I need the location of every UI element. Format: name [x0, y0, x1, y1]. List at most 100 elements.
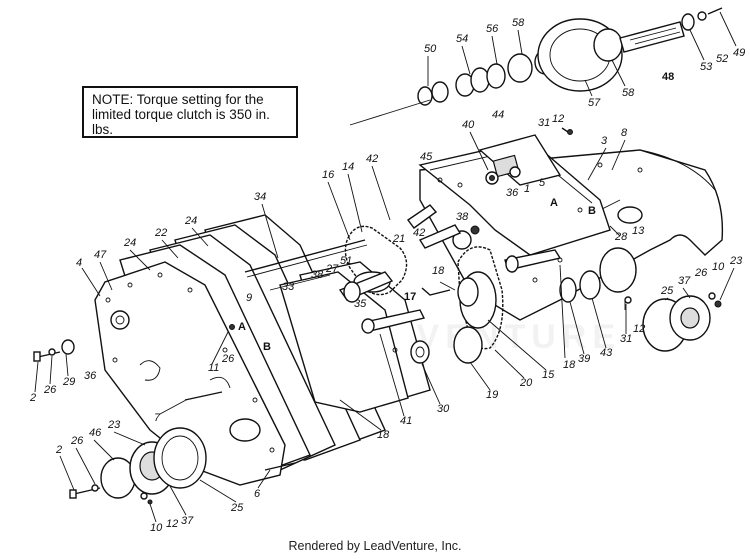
- label-part-16: 16: [322, 169, 335, 181]
- label-part-10: 10: [150, 522, 163, 534]
- label-part-42: 42: [413, 227, 425, 239]
- label-part-14: 14: [342, 161, 354, 173]
- label-part-2: 2: [29, 392, 36, 404]
- ref-mark-a: A: [238, 321, 246, 333]
- rod-33: [269, 274, 331, 291]
- label-part-56: 56: [486, 23, 499, 35]
- seal-43: [579, 270, 601, 300]
- label-part-50: 50: [424, 43, 437, 55]
- label-part-21: 21: [392, 233, 405, 245]
- label-part-7: 7: [154, 412, 161, 424]
- label-part-54: 54: [456, 33, 468, 45]
- label-part-34: 34: [254, 191, 266, 203]
- label-part-58: 58: [622, 87, 635, 99]
- label-part-26: 26: [43, 384, 57, 396]
- label-part-12: 12: [166, 518, 178, 530]
- shaft-18: [504, 249, 562, 273]
- label-part-22: 22: [154, 227, 167, 239]
- end-cap-right: [599, 247, 722, 352]
- label-part-12: 12: [552, 113, 564, 125]
- ref-mark-b: B: [588, 205, 596, 217]
- label-part-27: 27: [325, 263, 339, 275]
- label-part-20: 20: [519, 377, 533, 389]
- bolt-2-lower: [69, 484, 101, 499]
- label-part-6: 6: [254, 488, 261, 500]
- label-part-42: 42: [366, 153, 378, 165]
- label-part-46: 46: [89, 427, 102, 439]
- label-part-37: 37: [181, 515, 194, 527]
- bolt-31-12-top: [561, 127, 573, 135]
- screw-7: [184, 391, 223, 401]
- label-part-26: 26: [70, 435, 84, 447]
- label-part-49: 49: [733, 47, 745, 59]
- leader-lines: [34, 11, 737, 523]
- label-part-38: 38: [456, 211, 469, 223]
- label-part-30: 30: [437, 403, 450, 415]
- label-part-39: 39: [578, 353, 590, 365]
- label-part-35: 35: [354, 298, 367, 310]
- label-part-38: 38: [311, 269, 324, 281]
- label-part-24: 24: [184, 215, 197, 227]
- screw-6: [264, 462, 296, 471]
- label-part-31: 31: [538, 117, 550, 129]
- housing-front-4: [94, 261, 286, 486]
- render-credit: Rendered by LeadVenture, Inc.: [288, 539, 462, 553]
- label-part-36: 36: [506, 187, 519, 199]
- label-part-31: 31: [620, 333, 632, 345]
- label-part-15: 15: [542, 369, 555, 381]
- label-part-51: 51: [340, 255, 352, 267]
- label-part-1: 1: [524, 183, 530, 195]
- label-part-12: 12: [633, 323, 645, 335]
- label-part-40: 40: [462, 119, 475, 131]
- label-part-18: 18: [377, 429, 390, 441]
- sprocket-19: [453, 326, 483, 364]
- label-part-25: 25: [230, 502, 244, 514]
- clutch-assembly: [349, 7, 723, 126]
- label-part-58: 58: [512, 17, 525, 29]
- label-part-53: 53: [700, 61, 713, 73]
- spacer-30: [410, 340, 430, 364]
- end-cap-left: [100, 427, 207, 505]
- torque-note: NOTE: Torque setting for the limited tor…: [82, 86, 298, 138]
- label-part-26: 26: [694, 267, 708, 279]
- sprocket-38: [452, 225, 480, 250]
- label-part-36: 36: [84, 370, 97, 382]
- shaft-42: [407, 204, 462, 249]
- label-part-11: 11: [208, 362, 219, 374]
- washer-12: [624, 296, 632, 304]
- key-parts-40: [485, 166, 521, 185]
- ref-mark-a: A: [550, 197, 558, 209]
- label-part-52: 52: [716, 53, 728, 65]
- label-part-19: 19: [486, 389, 498, 401]
- label-part-9: 9: [246, 292, 252, 304]
- bearing-39: [559, 277, 577, 303]
- label-part-10: 10: [712, 261, 725, 273]
- label-part-57: 57: [588, 97, 601, 109]
- label-part-5: 5: [539, 177, 546, 189]
- label-part-26: 26: [221, 353, 235, 365]
- shaft-17: [338, 271, 394, 303]
- sprocket-15-20: [421, 271, 497, 329]
- rod-34: [244, 239, 366, 273]
- label-part-17: 17: [404, 291, 416, 303]
- label-part-33: 33: [282, 281, 295, 293]
- label-part-2: 2: [55, 444, 62, 456]
- label-part-18: 18: [432, 265, 445, 277]
- label-part-47: 47: [94, 249, 107, 261]
- label-part-24: 24: [123, 237, 136, 249]
- label-part-45: 45: [420, 151, 433, 163]
- label-part-25: 25: [660, 285, 674, 297]
- label-part-37: 37: [678, 275, 691, 287]
- label-part-28: 28: [614, 231, 628, 243]
- housing-plates-middle: [279, 261, 431, 413]
- label-part-44: 44: [492, 109, 504, 121]
- label-part-18: 18: [563, 359, 576, 371]
- label-part-13: 13: [632, 225, 645, 237]
- label-part-41: 41: [400, 415, 412, 427]
- label-part-8: 8: [621, 127, 628, 139]
- chain-lower: [457, 246, 504, 350]
- label-part-4: 4: [76, 257, 82, 269]
- bolt-2-upper: [33, 339, 75, 362]
- label-part-23: 23: [107, 419, 121, 431]
